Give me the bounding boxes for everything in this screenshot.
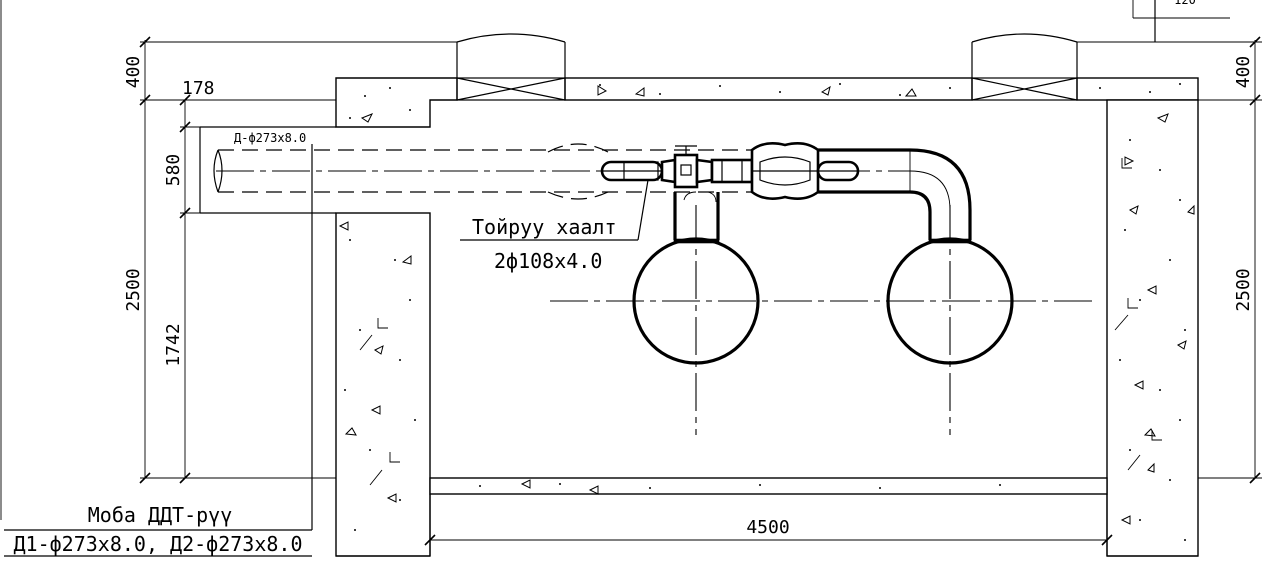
valve-title: Тойруу хаалт — [472, 215, 617, 239]
valve-spec: 2ф108х4.0 — [494, 249, 602, 273]
hatch-left — [456, 33, 566, 101]
pipe-small-label: Д-ф273х8.0 — [234, 131, 306, 145]
dim-right-2500: 2500 — [1233, 268, 1254, 311]
bottom-title: Моба ДДТ-рүү — [88, 503, 233, 527]
dimensions — [139, 0, 1262, 546]
bottom-spec: Д1-ф273х8.0, Д2-ф273х8.0 — [14, 532, 303, 556]
dim-1742: 1742 — [163, 323, 184, 366]
dim-left-2500: 2500 — [123, 268, 144, 311]
dim-178: 178 — [182, 78, 215, 99]
hatch-right — [971, 33, 1078, 101]
valve-leader — [460, 179, 649, 241]
inlet-duct — [4, 126, 336, 557]
bypass-valve — [600, 142, 860, 200]
dim-top-left: 400 — [123, 56, 144, 89]
concrete-hatch — [338, 83, 1195, 541]
concrete-structure — [335, 77, 1199, 557]
dim-top-right: 400 — [1233, 56, 1254, 89]
dim-580: 580 — [163, 154, 184, 187]
dim-4500: 4500 — [746, 517, 789, 538]
pipe-circles — [550, 205, 1096, 435]
dim-top-corner: 120 — [1174, 0, 1196, 7]
branch-left — [673, 191, 720, 240]
